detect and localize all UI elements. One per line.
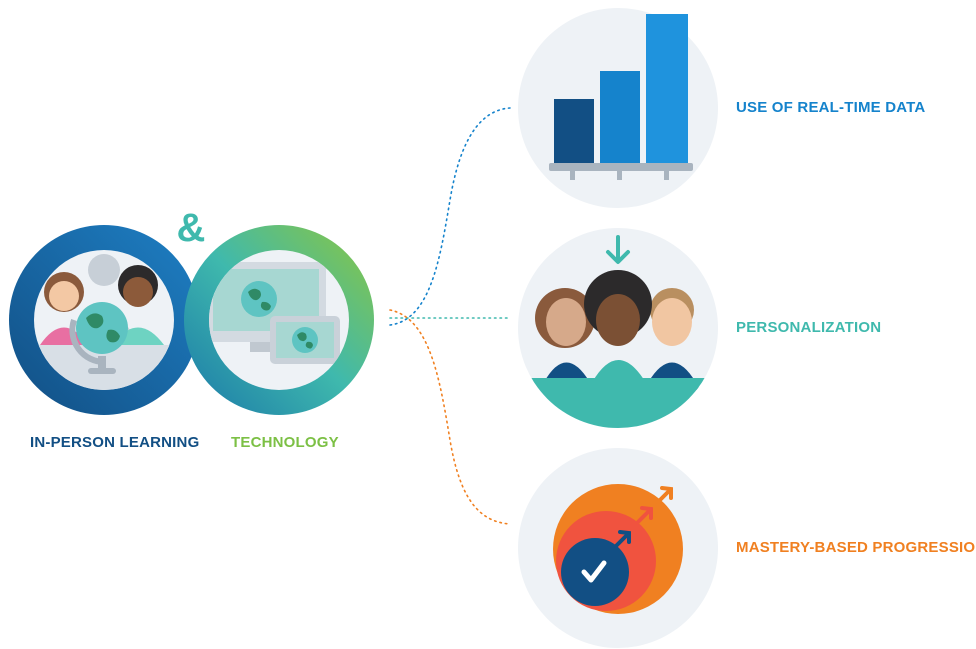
target-progress-icon (553, 484, 683, 614)
globe-icon (69, 302, 128, 374)
down-arrow-icon (606, 235, 630, 264)
technology-label: TECHNOLOGY (231, 434, 339, 451)
technology-ring (184, 225, 374, 415)
connector-mastery (389, 309, 511, 525)
tablet-icon (270, 316, 340, 364)
bar-chart-icon (549, 14, 693, 180)
in-person-learning-label: IN-PERSON LEARNING (30, 434, 200, 451)
ampersand-symbol: & (177, 206, 206, 250)
devices-icon (209, 262, 340, 364)
personalization-circle (518, 228, 718, 428)
personalization-label: PERSONALIZATION (736, 319, 882, 336)
classroom-icon (34, 254, 174, 390)
in-person-learning-ring (9, 225, 199, 415)
checkmark-icon (581, 560, 607, 583)
mastery-based-progression-label: MASTERY-BASED PROGRESSION (736, 539, 976, 556)
real-time-data-label: USE OF REAL-TIME DATA (736, 99, 926, 116)
mastery-circle (518, 448, 718, 648)
connector-data (389, 107, 511, 326)
real-time-data-circle (518, 8, 718, 208)
connector-lines (389, 107, 511, 525)
